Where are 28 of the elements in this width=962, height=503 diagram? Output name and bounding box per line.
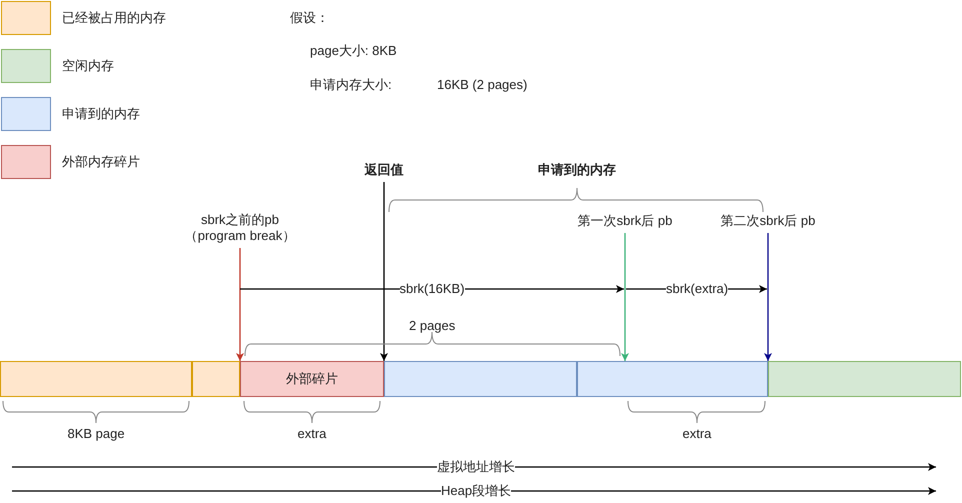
arrow-label: 虚拟地址增长 xyxy=(437,459,515,475)
arrow-label: sbrk(16KB) xyxy=(400,281,465,297)
assumption-text: 申请内存大小: xyxy=(310,77,392,93)
fragment-block: 外部碎片 xyxy=(240,361,384,397)
pointer-arrow xyxy=(380,182,388,361)
assumption-text: page大小: 8KB xyxy=(310,43,397,59)
brace-label: extra xyxy=(682,426,712,442)
legend-label: 外部内存碎片 xyxy=(62,154,140,170)
arrow-label: Heap段增长 xyxy=(441,483,512,499)
assumption-heading: 假设： xyxy=(290,10,329,26)
brace-label: 8KB page xyxy=(68,426,125,442)
brace-label: extra xyxy=(298,426,326,442)
pointer-arrow xyxy=(236,248,244,361)
legend-label: 空闲内存 xyxy=(62,58,114,74)
pointer-arrow xyxy=(621,233,629,361)
legend-label: 申请到的内存 xyxy=(62,106,140,122)
memory-block xyxy=(0,361,192,397)
assumption-value: 16KB (2 pages) xyxy=(437,77,528,93)
brace-label: 2 pages xyxy=(409,318,456,334)
brace-label: 申请到的内存 xyxy=(538,162,616,178)
legend-label: 已经被占用的内存 xyxy=(62,10,166,26)
memory-block xyxy=(768,361,961,397)
pointer-arrow xyxy=(764,233,772,361)
pointer-label: 返回值 xyxy=(364,162,404,178)
memory-block xyxy=(192,361,240,397)
arrow-label: sbrk(extra) xyxy=(666,281,728,297)
memory-block xyxy=(577,361,768,397)
memory-block xyxy=(384,361,577,397)
